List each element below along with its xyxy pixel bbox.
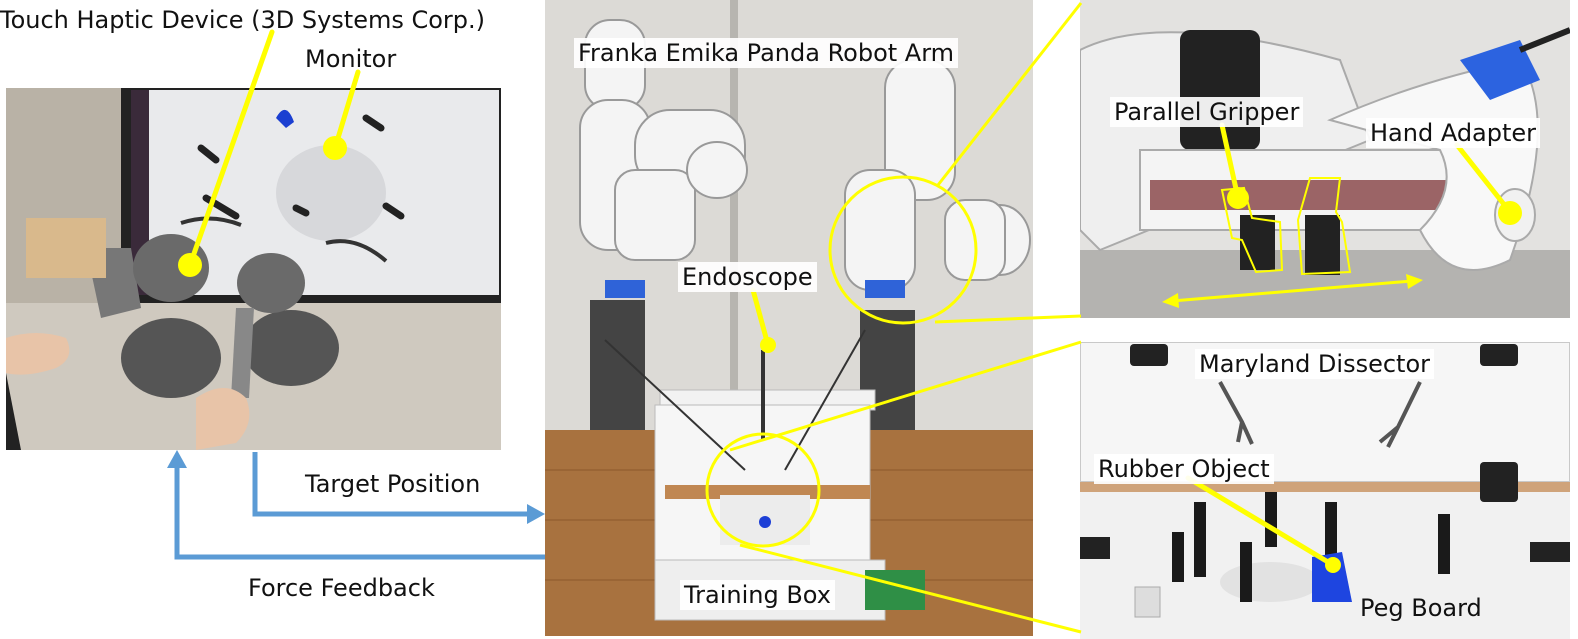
force-feedback-label: Force Feedback <box>248 574 435 602</box>
force-feedback-arrow <box>174 465 545 560</box>
monitor-leader <box>332 69 361 151</box>
arm-zoom-circle <box>828 175 978 325</box>
gripper-closeup-photo <box>1080 0 1570 318</box>
pegboard-closeup-photo <box>1080 342 1570 639</box>
target-position-arrow <box>252 452 530 517</box>
target-position-label: Target Position <box>305 470 481 498</box>
adapter-leader <box>1454 142 1513 215</box>
training-box-label: Training Box <box>680 580 835 610</box>
haptic-device-label: Touch Haptic Device (3D Systems Corp.) <box>0 6 486 34</box>
maryland-dissector-label: Maryland Dissector <box>1195 349 1435 379</box>
peg-board-label: Peg Board <box>1360 594 1482 622</box>
operator-station-photo <box>6 88 501 450</box>
endoscope-label: Endoscope <box>678 262 817 292</box>
haptic-leader <box>187 29 275 268</box>
gripper-leader <box>1219 122 1241 201</box>
robot-setup-photo <box>545 0 1033 636</box>
monitor-label: Monitor <box>305 45 397 73</box>
rubber-leader <box>1185 475 1336 568</box>
endoscope-leader <box>750 287 771 348</box>
parallel-gripper-label: Parallel Gripper <box>1110 97 1304 127</box>
hand-adapter-label: Hand Adapter <box>1366 118 1541 148</box>
gripper-motion-arrow <box>1162 274 1423 308</box>
robot-arm-label: Franka Emika Panda Robot Arm <box>574 38 959 68</box>
rubber-object-label: Rubber Object <box>1094 454 1274 484</box>
box-zoom-circle <box>705 432 821 548</box>
